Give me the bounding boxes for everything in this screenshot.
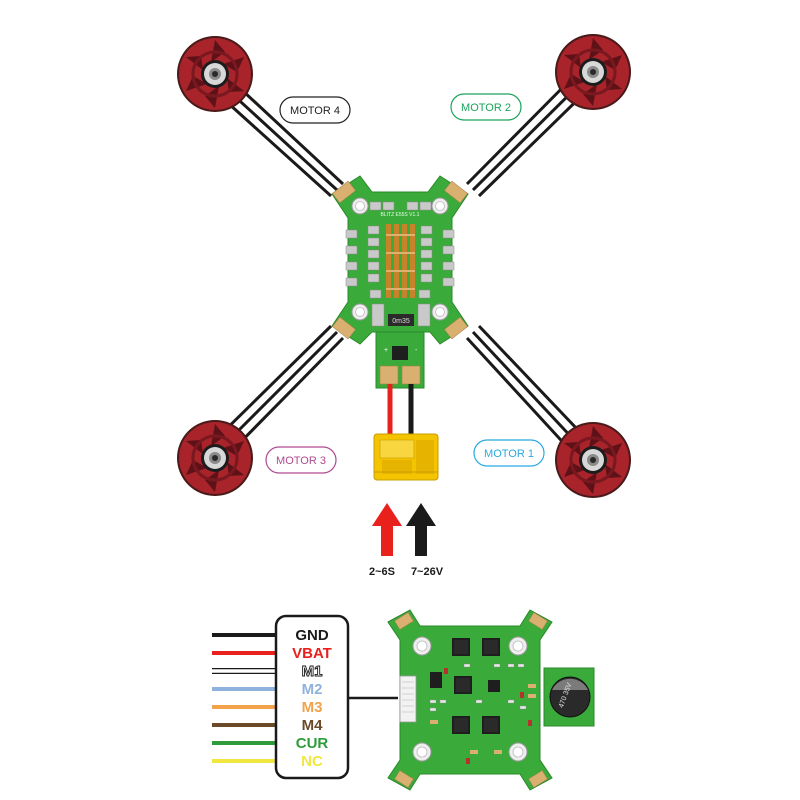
- svg-text:+: +: [384, 347, 388, 354]
- positive-arrow: [372, 503, 402, 556]
- svg-text:MOTOR 4: MOTOR 4: [290, 105, 340, 117]
- capacitor: 470 35V: [549, 676, 591, 718]
- svg-text:-: -: [415, 347, 418, 354]
- motor2-icon: [553, 32, 633, 112]
- xt60-connector: [373, 433, 439, 481]
- pin-label-m4: M4: [302, 717, 323, 734]
- svg-text:MOTOR 1: MOTOR 1: [484, 448, 534, 460]
- pin-label-gnd: GND: [295, 627, 329, 644]
- pin-label-nc: NC: [301, 753, 323, 770]
- pin-label-m3: M3: [302, 699, 323, 716]
- pin-label-cur: CUR: [296, 735, 329, 752]
- motor2-label: MOTOR 2: [450, 93, 522, 121]
- svg-text:MOTOR 2: MOTOR 2: [461, 102, 511, 114]
- motor3-label: MOTOR 3: [265, 446, 337, 474]
- pin-label-vbat: VBAT: [292, 645, 332, 662]
- esc-board-top: BLITZ E55S V1.1 0m35: [331, 175, 469, 389]
- esc-board-bottom: 470 35V: [387, 609, 595, 791]
- svg-text:0m35: 0m35: [392, 318, 410, 325]
- svg-text:BLITZ E55S V1.1: BLITZ E55S V1.1: [381, 212, 420, 218]
- cells-label: 2~6S: [369, 566, 395, 578]
- pin-label-m1: M1: [302, 663, 323, 680]
- motor3-icon: [175, 418, 255, 498]
- pin-label-m2: M2: [302, 681, 323, 698]
- battery-leads: [387, 384, 414, 440]
- motor4-label: MOTOR 4: [279, 96, 351, 124]
- motor1-label: MOTOR 1: [473, 439, 545, 467]
- motor1-icon: [553, 420, 633, 500]
- svg-text:MOTOR 3: MOTOR 3: [276, 455, 326, 467]
- voltage-label: 7~26V: [411, 566, 444, 578]
- negative-arrow: [406, 503, 436, 556]
- harness-wires: [212, 633, 276, 763]
- motor4-icon: [175, 34, 255, 114]
